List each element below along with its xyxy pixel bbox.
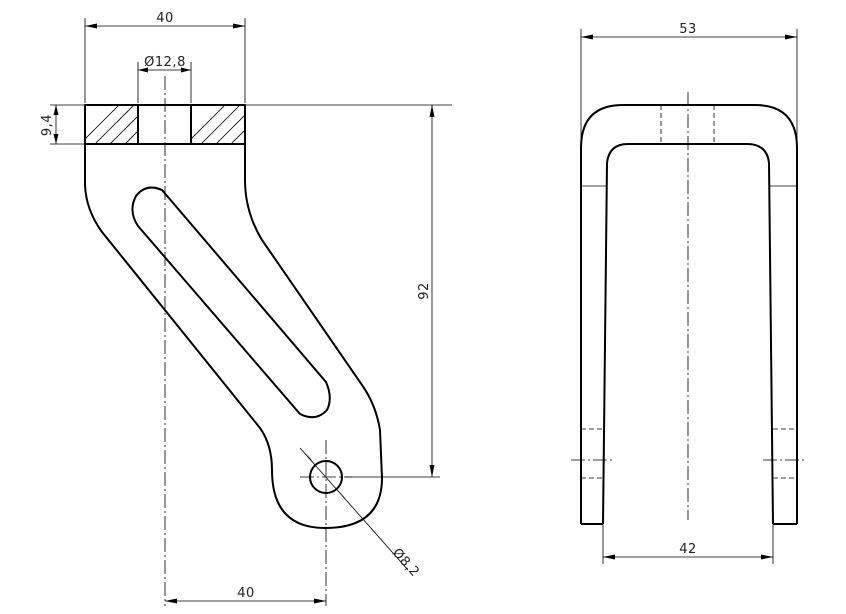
front-view (84, 76, 383, 606)
section-hatching (85, 105, 245, 144)
clevis-inner-outline (602, 143, 774, 525)
dim-text-top-width: 40 (156, 11, 174, 26)
side-view (571, 92, 805, 525)
dim-text-outer-width: 53 (679, 22, 697, 37)
side-view-dimensions: 53 42 (580, 22, 798, 564)
front-view-dimensions: 40 Ø12,8 9,4 92 40 Ø8,2 (40, 11, 452, 604)
dim-text-height: 92 (417, 282, 432, 300)
dim-text-bore: Ø12,8 (144, 55, 186, 70)
dim-text-pin-hole: Ø8,2 (389, 546, 422, 581)
dim-text-bottom-offset: 40 (237, 586, 255, 601)
dim-text-inner-width: 42 (679, 542, 697, 557)
arm-outline (84, 144, 383, 529)
dim-leader-pin-hole (299, 447, 409, 571)
slot-outline (131, 186, 331, 419)
dim-text-flange-thickness: 9,4 (40, 114, 55, 136)
clevis-outer-outline (580, 104, 798, 524)
